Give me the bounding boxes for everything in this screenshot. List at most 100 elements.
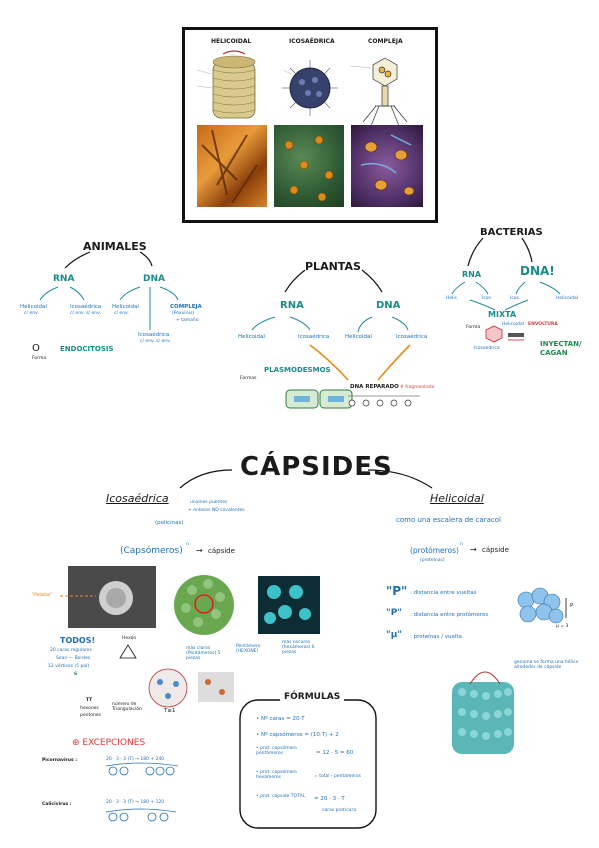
formula-pentameros-label: • prot. capsómero pentámeros bbox=[256, 746, 297, 757]
helicoidal-protomeros: (protómeros) bbox=[410, 546, 459, 555]
icosaedrica-tt-l2: pentones bbox=[80, 713, 101, 718]
icosaedrica-photo-label2: más oscuros (hexámeros) 6 piezas bbox=[282, 640, 315, 656]
plantas-rna: RNA bbox=[280, 300, 304, 311]
helical-cylinder-model bbox=[452, 671, 514, 754]
formulas-title: FÓRMULAS bbox=[280, 692, 345, 702]
animales-forma-symbol: O bbox=[32, 343, 40, 354]
helical-capsid-drawing bbox=[212, 50, 256, 119]
icosaedrica-capside: cápside bbox=[208, 547, 235, 555]
icosaedrica-union2: + enlaces NO covalentes bbox=[188, 508, 245, 513]
complex-micrograph bbox=[351, 125, 423, 207]
animales-dna-compleja-paren: (Poxvirus) bbox=[172, 311, 195, 316]
bacterias-inyectan: INYECTAN/ CAGAN bbox=[540, 340, 582, 358]
animales-dna: DNA bbox=[143, 274, 165, 284]
animales-arrow-left bbox=[64, 251, 91, 269]
animales-endocitosis: ENDOCITOSIS bbox=[60, 345, 114, 353]
hexon-triangle bbox=[119, 644, 137, 659]
plantas-rna-icosaedrica: Icosaédrica bbox=[298, 334, 330, 340]
bacterias-mixta: MIXTA bbox=[488, 310, 517, 319]
icosaedrica-tvalue: T≥1 bbox=[164, 708, 176, 714]
helicoidal-diagram-p: P bbox=[570, 603, 574, 609]
bacterias-helicoidal: Helicoidal bbox=[502, 322, 524, 327]
bacterias-dna: DNA! bbox=[520, 264, 555, 278]
animales-rna-icosaedrica-sub: c/ env. s/ env. bbox=[70, 311, 101, 316]
icosaedrica-todos-n: 6 bbox=[74, 672, 78, 677]
excepcion-calicivirus: Calicivirus : bbox=[42, 802, 72, 807]
plantas-dna-icosaedrica: Icosaédrica bbox=[396, 334, 428, 340]
helical-micrograph bbox=[197, 125, 267, 207]
virus-morphology-figure: HELICOIDAL ICOSAÉDRICA COMPLEJA bbox=[182, 27, 438, 223]
formula-capsomeros: • Nº capsómeros = (10·T) + 2 bbox=[256, 732, 339, 738]
icosaedrica-tt: TT bbox=[86, 698, 93, 703]
icosaedrica-todos-l3: 12 vértices (5 pol) bbox=[48, 664, 90, 669]
plantas-dna-fragmentado: # fragmentado bbox=[400, 385, 435, 390]
animales-dna-icosaedrica: Icosaédrica bbox=[138, 332, 170, 338]
helicoidal-arrow: → bbox=[470, 545, 477, 554]
excepciones-title: ⊕ EXCEPCIONES bbox=[72, 738, 146, 748]
bacterias-dna-helicoidal: Helicoidal bbox=[556, 296, 578, 301]
animales-forma-label: Forma bbox=[32, 356, 47, 361]
animales-rna-icosaedrica: Icosaédrica bbox=[70, 304, 102, 310]
small-capsid-models bbox=[148, 668, 234, 708]
dna-repair-diagram bbox=[348, 395, 420, 407]
helicoidal-p2-symbol: "P" bbox=[386, 608, 402, 618]
helicoidal-capside: cápside bbox=[482, 546, 509, 554]
excepcion-picornavirus-formula: 20 · 3 · 3 (T) → 180 + 240 bbox=[106, 757, 165, 762]
animales-arrow-right bbox=[139, 251, 153, 267]
helicoidal-proteinas: (proteínas) bbox=[420, 558, 445, 563]
complex-phage-drawing bbox=[362, 57, 408, 127]
virus-diagrams bbox=[196, 50, 408, 127]
icosaedrica-capsomeros-exp: n bbox=[186, 542, 189, 547]
helicoidal-p2-text: : distancia entre protómeros bbox=[410, 612, 489, 618]
helicoidal-p3-symbol: "μ" bbox=[386, 630, 403, 640]
formula-total-label: • prot. cápside TOTAL bbox=[256, 794, 306, 799]
icosaedrica-pointer-label: "Pelotas" bbox=[32, 593, 53, 598]
plantas-formas: Formas bbox=[240, 376, 257, 381]
icosaedrica-policinas: (policinas) bbox=[155, 520, 184, 526]
helicoidal-protomeros-exp: n bbox=[460, 542, 463, 547]
em-capsid-blob bbox=[99, 581, 133, 615]
header-helicoidal: HELICOIDAL bbox=[211, 38, 252, 45]
plasmodesmos-cells bbox=[285, 389, 353, 409]
bacterias-dna-icos: Icos. bbox=[510, 296, 521, 301]
plantas-dna-reparado: DNA REPARADO bbox=[350, 384, 399, 390]
plantas-rna-helicoidal: Helicoidal bbox=[238, 334, 265, 340]
bacterias-rna: RNA bbox=[462, 270, 482, 279]
icosaedrica-union1: uniones puentes bbox=[190, 500, 228, 505]
animales-dna-helicoidal: Helicoidal bbox=[112, 304, 139, 310]
icosaedrica-todos-l1: 20 caras regulares bbox=[50, 648, 92, 653]
plantas-plasmodesmos: PLASMODESMOS bbox=[264, 366, 331, 374]
animales-dna-icosaedrica-sub: c/ env. s/ env. bbox=[140, 339, 171, 344]
animales-rna-helicoidal: Helicoidal bbox=[20, 304, 47, 310]
icosahedral-capsid-drawing bbox=[282, 60, 338, 116]
exception-icons bbox=[108, 766, 175, 822]
plantas-dna: DNA bbox=[376, 300, 401, 311]
bacterias-rna-icos: Icos. bbox=[482, 296, 493, 301]
icosahedral-micrograph bbox=[274, 125, 344, 207]
formula-hexameros-label: • prot. capsómero hexámeros bbox=[256, 770, 297, 781]
animales-dna-compleja: COMPLEJA bbox=[170, 304, 202, 310]
helicoidal-p1-symbol: "P" bbox=[386, 584, 408, 598]
helicoidal-genoma-note: genoma se forma una hélice alrededor de … bbox=[514, 660, 579, 671]
icosaedrica-photo-label1: más claros (Pentámeros) 5 piezas bbox=[186, 646, 221, 662]
bacteria-forma-diagram bbox=[485, 325, 524, 343]
icosaedrica-todos: TODOS! bbox=[60, 636, 96, 645]
bacterias-rna-helic: Helic. bbox=[446, 296, 459, 301]
animales-rna-helicoidal-sub: c/ env. bbox=[24, 311, 39, 316]
helical-protomer-diagram bbox=[517, 587, 567, 624]
icosaedrica-capsomeros: (Capsómeros) bbox=[120, 546, 183, 556]
animales-title: ANIMALES bbox=[83, 240, 147, 253]
icosaedrica-todos-l2: Sean — Bordes bbox=[56, 656, 91, 661]
bacterias-title: BACTERIAS bbox=[480, 227, 543, 238]
excepcion-picornavirus: Picornavirus : bbox=[42, 758, 78, 763]
icosaedrica-photo-label3: Pentámero (HEXONE) bbox=[236, 644, 261, 655]
icosaedrica-tnote: número de Triangulación bbox=[112, 702, 142, 713]
bacterias-envoltura: ENVOLTURA bbox=[528, 322, 558, 327]
formula-pentameros-value: = 12 · 5 = 60 bbox=[316, 750, 354, 756]
bacterias-forma: Forma bbox=[466, 325, 481, 330]
animales-dna-compleja-sub: + tamaño bbox=[176, 318, 199, 323]
formula-caras: • Nº caras = 20·T bbox=[256, 716, 305, 722]
bacterias-icosaedrica: Icosaedrica bbox=[474, 346, 500, 351]
icosaedrica-hexon: Hexón bbox=[122, 636, 137, 641]
